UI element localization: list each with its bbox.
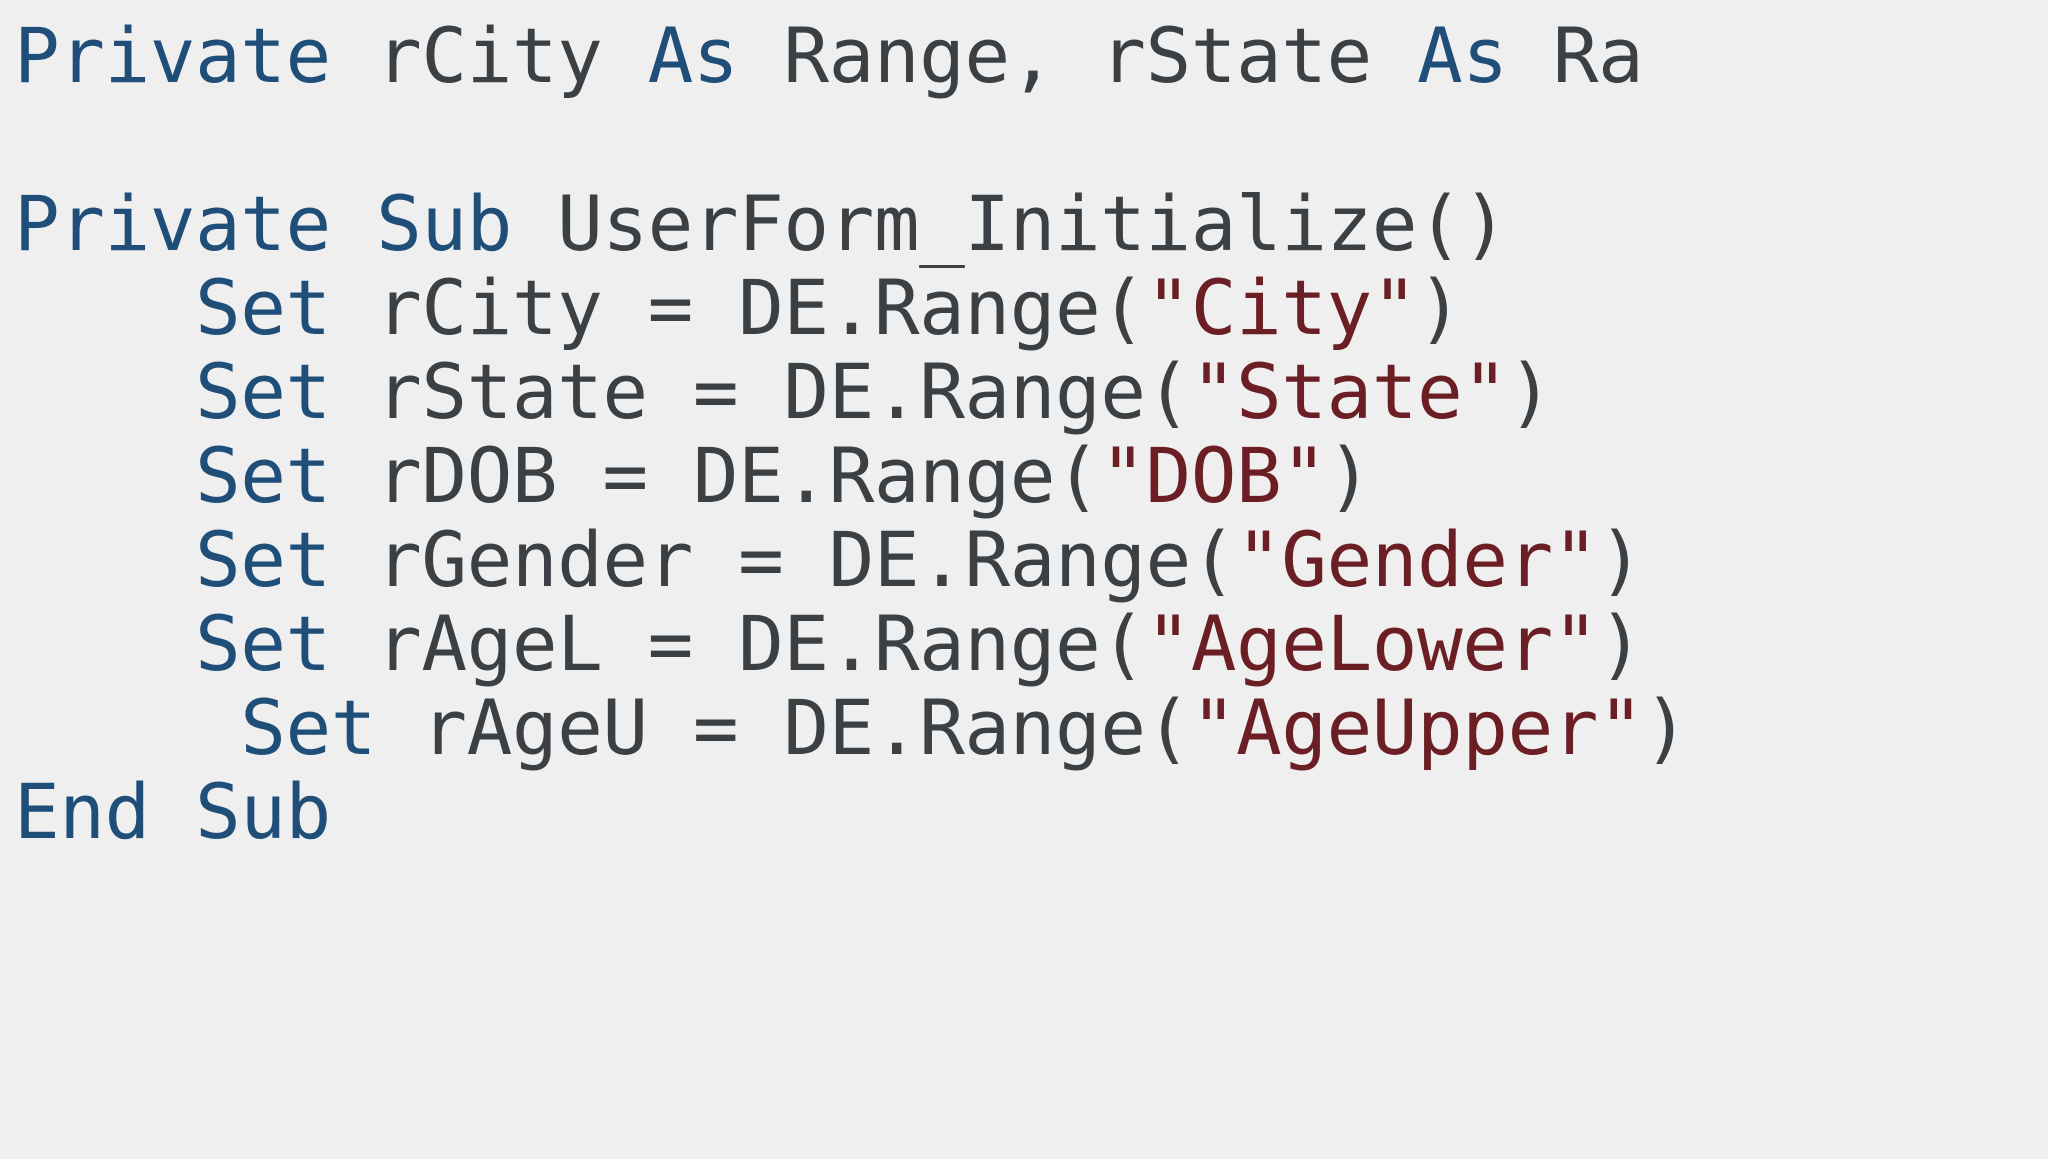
- code-token-kw: As: [647, 11, 739, 100]
- code-token-id: DE.Range: [783, 683, 1146, 772]
- code-line: End Sub: [0, 770, 2048, 854]
- code-token-id: rAgeU: [421, 683, 648, 772]
- code-line: Set rState = DE.Range("State"): [0, 350, 2048, 434]
- code-token-punct: (): [1416, 179, 1508, 268]
- code-token-id: rState: [376, 347, 648, 436]
- code-token-id: DE.Range: [828, 515, 1192, 604]
- code-line: Set rGender = DE.Range("Gender"): [0, 518, 2048, 602]
- code-token-punct: ): [1417, 263, 1463, 352]
- code-token-id: rCity: [376, 11, 603, 100]
- code-token-punct: (: [1145, 347, 1191, 436]
- code-token-kw: Private: [14, 11, 331, 100]
- code-token-id: Range: [783, 11, 1010, 100]
- code-token-punct: =: [647, 599, 694, 688]
- code-token-id: rAgeL: [376, 599, 603, 688]
- code-line: [0, 98, 2048, 182]
- code-token-punct: (: [1190, 515, 1237, 604]
- code-token-str: "Gender": [1235, 515, 1599, 604]
- code-line: Set rAgeU = DE.Range("AgeUpper"): [0, 686, 2048, 770]
- code-token-plain: [331, 179, 376, 268]
- code-indent: [14, 431, 195, 520]
- code-token-punct: =: [602, 431, 648, 520]
- code-token-plain: [648, 431, 693, 520]
- code-token-plain: [331, 599, 376, 688]
- code-token-punct: =: [692, 347, 739, 436]
- code-indent: [14, 515, 195, 604]
- code-line: Set rAgeL = DE.Range("AgeLower"): [0, 602, 2048, 686]
- code-token-kw: End: [14, 767, 150, 856]
- code-line: Private Sub UserForm_Initialize(): [0, 182, 2048, 266]
- code-block[interactable]: Private rCity As Range, rState As Ra Pri…: [0, 14, 2048, 854]
- code-line: Set rCity = DE.Range("City"): [0, 266, 2048, 350]
- code-token-plain: [648, 347, 693, 436]
- code-token-plain: [693, 515, 738, 604]
- code-token-plain: [602, 263, 647, 352]
- code-token-punct: ,: [1009, 11, 1101, 100]
- code-indent: [14, 263, 195, 352]
- code-token-str: "DOB": [1100, 431, 1327, 520]
- code-token-plain: [783, 515, 828, 604]
- code-token-plain: [150, 767, 195, 856]
- code-token-str: "AgeLower": [1145, 599, 1599, 688]
- code-token-plain: [512, 179, 557, 268]
- code-token-str: "State": [1190, 347, 1508, 436]
- code-token-punct: =: [692, 683, 739, 772]
- code-token-kw: Set: [195, 263, 331, 352]
- code-indent: [14, 683, 240, 772]
- code-token-punct: ): [1643, 683, 1689, 772]
- code-token-plain: [738, 683, 783, 772]
- code-token-id: rCity: [376, 263, 603, 352]
- code-token-kw: Set: [240, 683, 377, 772]
- code-token-punct: ): [1598, 599, 1644, 688]
- code-token-plain: [331, 431, 376, 520]
- code-token-plain: [602, 599, 647, 688]
- code-token-plain: [738, 11, 783, 100]
- code-token-str: "AgeUpper": [1190, 683, 1644, 772]
- code-token-id: UserForm_Initialize: [557, 179, 1417, 268]
- code-token-plain: [693, 599, 738, 688]
- code-token-plain: [738, 347, 783, 436]
- code-token-kw: Sub: [195, 767, 331, 856]
- code-token-kw: Set: [195, 515, 331, 604]
- code-token-kw: Private: [14, 179, 331, 268]
- code-token-plain: [693, 263, 738, 352]
- code-token-punct: (: [1145, 683, 1191, 772]
- code-token-kw: Set: [195, 347, 331, 436]
- code-token-kw: As: [1417, 11, 1508, 100]
- code-token-kw: Set: [195, 599, 331, 688]
- code-token-punct: =: [647, 263, 694, 352]
- code-token-str: "City": [1145, 263, 1418, 352]
- code-token-plain: [331, 515, 376, 604]
- code-token-punct: ): [1598, 515, 1644, 604]
- code-token-plain: [557, 431, 602, 520]
- code-token-id: Ra: [1552, 11, 1644, 100]
- code-token-id: DE.Range: [738, 263, 1101, 352]
- code-token-kw: Set: [195, 431, 331, 520]
- code-line: Set rDOB = DE.Range("DOB"): [0, 434, 2048, 518]
- code-token-id: DE.Range: [738, 599, 1101, 688]
- code-token-plain: [331, 263, 376, 352]
- code-token-punct: ): [1507, 347, 1554, 436]
- code-token-plain: [1372, 11, 1417, 100]
- code-token-punct: ): [1326, 431, 1373, 520]
- code-token-plain: [331, 11, 376, 100]
- code-token-punct: (: [1100, 263, 1146, 352]
- code-indent: [14, 347, 195, 436]
- code-token-punct: (: [1054, 431, 1101, 520]
- code-token-kw: Sub: [376, 179, 512, 268]
- code-token-id: rGender: [376, 515, 693, 604]
- code-token-id: rDOB: [376, 431, 558, 520]
- code-token-plain: [602, 11, 647, 100]
- code-token-plain: [331, 347, 376, 436]
- code-token-plain: [1508, 11, 1553, 100]
- code-token-id: rState: [1100, 11, 1372, 100]
- code-indent: [14, 599, 195, 688]
- code-token-id: DE.Range: [783, 347, 1146, 436]
- code-token-plain: [648, 683, 693, 772]
- code-line: Private rCity As Range, rState As Ra: [0, 14, 2048, 98]
- code-token-punct: =: [738, 515, 784, 604]
- code-token-plain: [376, 683, 421, 772]
- code-token-id: DE.Range: [692, 431, 1056, 520]
- code-token-punct: (: [1100, 599, 1146, 688]
